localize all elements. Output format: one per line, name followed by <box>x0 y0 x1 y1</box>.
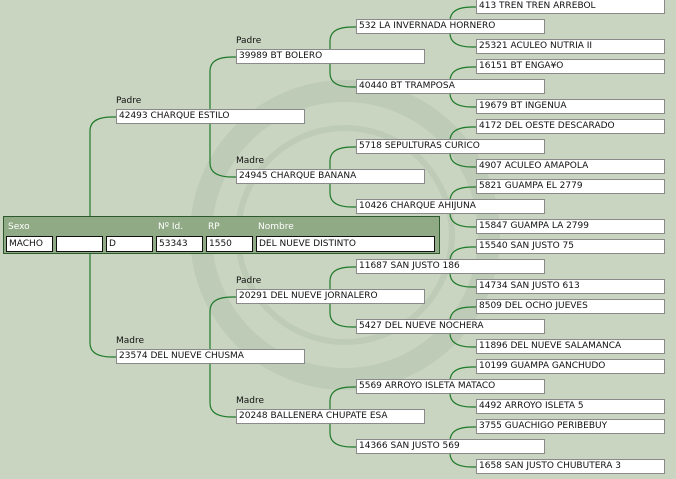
sire-box-gen4[interactable]: 10199 GUAMPA GANCHUDO <box>476 359 665 374</box>
dam-box-gen4[interactable]: 4492 ARROYO ISLETA 5 <box>476 399 665 414</box>
sire-box-gen4[interactable]: 16151 BT ENGA¥O <box>476 59 665 74</box>
dam-box-gen4[interactable]: 15847 GUAMPA LA 2799 <box>476 219 665 234</box>
sire-box-gen3[interactable]: 11687 SAN JUSTO 186 <box>356 259 545 274</box>
sire-box-gen4[interactable]: 413 TREN TREN ARREBOL <box>476 0 665 14</box>
sire-box-gen3[interactable]: 5569 ARROYO ISLETA MATACO <box>356 379 545 394</box>
dam-box-gen1[interactable]: 23574 DEL NUEVE CHUSMA <box>116 349 305 364</box>
sire-box-gen2[interactable]: 39989 BT BOLERO <box>236 49 425 64</box>
field-2[interactable] <box>56 236 103 252</box>
connector-gen2 <box>209 296 236 357</box>
sire-box-gen4[interactable]: 3755 GUACHIGO PERIBEBUY <box>476 419 665 434</box>
sire-box-gen1[interactable]: 42493 CHARQUE ESTILO <box>116 109 305 124</box>
sire-box-gen4[interactable]: 15540 SAN JUSTO 75 <box>476 239 665 254</box>
animal-panel: Sexo Nº Id. RP Nombre MACHO D 53343 1550… <box>3 216 440 254</box>
dam-box-gen3[interactable]: 5427 DEL NUEVE NOCHERA <box>356 319 545 334</box>
dam-box-gen3[interactable]: 10426 CHARQUE AHIJUNA <box>356 199 545 214</box>
connector-gen3 <box>329 146 356 177</box>
header-id: Nº Id. <box>158 222 184 232</box>
madre-label: Madre <box>236 156 265 166</box>
sire-box-gen3[interactable]: 532 LA INVERNADA HORNERO <box>356 19 545 34</box>
field-3[interactable]: D <box>106 236 153 252</box>
nombre-field[interactable]: DEL NUEVE DISTINTO <box>256 236 435 252</box>
sire-box-gen3[interactable]: 5718 SEPULTURAS CURICO <box>356 139 545 154</box>
id-field[interactable]: 53343 <box>156 236 203 252</box>
connector-gen3 <box>329 417 356 448</box>
connector-gen2 <box>209 357 236 418</box>
sexo-field[interactable]: MACHO <box>6 236 53 252</box>
connector-gen3 <box>329 266 356 297</box>
connector-gen3 <box>329 57 356 88</box>
madre-label: Madre <box>116 336 145 346</box>
padre-label: Padre <box>236 276 262 286</box>
connector-gen3 <box>329 177 356 208</box>
padre-label: Padre <box>236 36 262 46</box>
header-rp: RP <box>208 222 220 232</box>
header-sexo: Sexo <box>8 222 30 232</box>
dam-box-gen4[interactable]: 19679 BT INGENUA <box>476 99 665 114</box>
header-nombre: Nombre <box>258 222 294 232</box>
dam-box-gen3[interactable]: 40440 BT TRAMPOSA <box>356 79 545 94</box>
rp-field[interactable]: 1550 <box>206 236 253 252</box>
padre-label: Padre <box>116 96 142 106</box>
madre-label: Madre <box>236 396 265 406</box>
connector-gen3 <box>329 26 356 57</box>
sire-box-gen2[interactable]: 20291 DEL NUEVE JORNALERO <box>236 289 425 304</box>
sire-box-gen4[interactable]: 8509 DEL OCHO JUEVES <box>476 299 665 314</box>
dam-box-gen2[interactable]: 20248 BALLENERA CHUPATE ESA <box>236 409 425 424</box>
connector-gen3 <box>329 386 356 417</box>
connector-gen2 <box>209 117 236 178</box>
connector-gen2 <box>209 56 236 117</box>
dam-box-gen4[interactable]: 11896 DEL NUEVE SALAMANCA <box>476 339 665 354</box>
dam-box-gen4[interactable]: 1658 SAN JUSTO CHUBUTERA 3 <box>476 459 665 474</box>
dam-box-gen2[interactable]: 24945 CHARQUE BANANA <box>236 169 425 184</box>
dam-box-gen3[interactable]: 14366 SAN JUSTO 569 <box>356 439 545 454</box>
connector-gen1 <box>89 236 116 358</box>
sire-box-gen4[interactable]: 5821 GUAMPA EL 2779 <box>476 179 665 194</box>
connector-gen1 <box>89 116 116 236</box>
connector-gen3 <box>329 297 356 328</box>
dam-box-gen4[interactable]: 4907 ACULEO AMAPOLA <box>476 159 665 174</box>
dam-box-gen4[interactable]: 14734 SAN JUSTO 613 <box>476 279 665 294</box>
sire-box-gen4[interactable]: 4172 DEL OESTE DESCARADO <box>476 119 665 134</box>
dam-box-gen4[interactable]: 25321 ACULEO NUTRIA II <box>476 39 665 54</box>
